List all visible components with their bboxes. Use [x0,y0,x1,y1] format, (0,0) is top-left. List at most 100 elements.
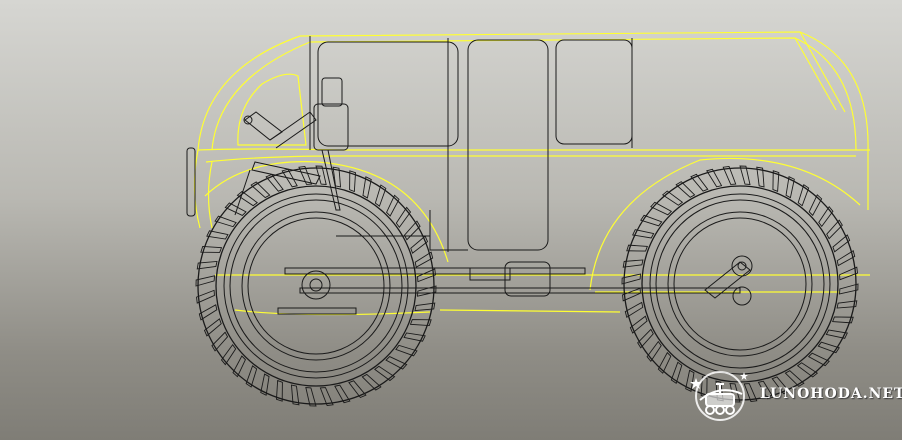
rover-emblem-icon [690,371,748,421]
front-wheel-tread-block [200,246,223,253]
chassis-drivetrain [277,210,753,315]
rear-wheel-tread-block [722,166,737,185]
watermark-text: LUNOHODA.NET [760,386,902,402]
front-wheel-ring [223,193,409,379]
rear-wheel-ring [641,185,839,383]
front-wheel-tread-block [260,373,270,396]
front-wheel-tread-block [220,344,237,366]
front-wheel [195,165,437,407]
rear-wheel [621,165,859,403]
rear-wheel-tread-block [817,341,840,354]
front-wheel-tread-block [196,260,218,270]
rear-wheel-tread-block [629,315,648,334]
rear-wheel-tread-block [626,244,648,252]
front-wheel-tread-block [290,384,300,406]
rear-wheel-tread-block [685,369,695,393]
front-wheel-tread-block [414,251,434,268]
front-wheel-ring [247,217,385,355]
rear-wheel-tread-block [771,376,790,395]
front-side-window [317,41,459,147]
rear-wheel-tread-block [646,340,662,363]
rear-wheel-tread-block [772,170,780,192]
rear-wheel-tread-block [631,229,655,239]
front-wheel-tread-block [198,304,218,321]
rear-wheel-tread-block [622,259,644,268]
rear-wheel-tread-block [832,234,851,253]
front-wheel-tread-block [374,365,396,382]
front-wheel-tread-block [196,289,215,304]
front-wheel-tread-block [386,194,400,217]
front-wheel-tread-block [276,379,283,402]
rear-wheel-tread-block [743,383,758,402]
front-wheel-tread-block [319,387,334,406]
side-window [555,39,633,145]
side-door [467,39,549,251]
rear-wheel-tread-block [661,190,684,206]
rear-wheel-tread-block [624,301,644,318]
front-wheel-tread-block [298,166,313,185]
vehicle-body-outline [193,31,870,316]
front-wheel-tread-block [403,332,426,342]
front-wheel-ring [229,199,403,373]
rear-wheel-tread-block [729,383,741,403]
rear-wheel-tread-block [621,273,641,285]
rear-wheel-tread-block [836,250,856,267]
front-wheel-tread-block [203,318,222,337]
rear-wheel-tread-block [797,184,810,207]
front-wheel-tread-block [403,220,421,241]
rear-wheel-tread-block [796,362,819,378]
front-wheel-tread-block [349,170,356,193]
rear-wheel-tread-block [706,168,723,188]
front-wheel-tread-block [409,319,432,326]
rear-wheel-tread-block [785,175,795,199]
front-wheel-tread-block [250,181,271,199]
front-wheel-ring [241,211,391,361]
rear-wheel-tread-block [756,166,765,188]
rear-wheel-tread-block [675,181,696,198]
rear-wheel-tread-block [836,300,858,309]
front-wheel-tread-block [362,176,372,199]
front-wheel-ring [197,167,435,405]
front-wheel-tread-block [265,173,284,192]
rear-wheel-tread-block [700,376,708,398]
rear-wheel-tread-block [839,266,858,281]
rear-wheel-tread-block [739,165,751,185]
front-wheel-tread-block [211,331,229,352]
rear-wheel-tread-block [839,283,859,295]
rear-wheel-tread-block [808,194,823,217]
rear-wheel-ring [667,211,813,357]
front-wheel-tread-block [245,365,258,388]
rear-wheel-tread-block [657,351,672,374]
rear-wheel-tread-block [757,380,774,400]
rear-wheel-ring [655,199,825,369]
rear-wheel-tread-block [650,201,673,216]
rear-hub [731,255,753,277]
gearbox [504,261,551,297]
front-wheel-tread-block [232,355,246,378]
front-wheel-tread-block [410,235,429,254]
front-wheel-tread-block [315,165,327,186]
front-wheel-ring [215,185,417,387]
rear-wheel-tread-block [640,214,663,227]
rear-wheel-tread-block [832,316,854,324]
front-wheel-tread-block [414,302,436,312]
rear-wheel-tread-block [690,173,709,192]
rear-wheel-tread-block [622,287,641,302]
front-wheel-tread-block [224,202,247,216]
watermark: LUNOHODA.NET [686,364,902,428]
body-panels [186,36,633,252]
front-wheel-tread-block [332,166,342,188]
front-wheel-tread-block [361,373,382,391]
front-wheel-tread-block [281,168,298,188]
rear-wheel-ring [623,167,857,401]
front-wheel-tread-block [416,285,437,297]
rear-wheel-tread-block [818,205,834,228]
rear-wheel-tread-block [825,329,849,339]
front-lamp [186,147,196,217]
rear-wheel-tread-block [784,370,805,387]
front-wheel-tread-block [385,356,408,370]
rear-wheel-tread-block [670,361,683,384]
front-wheel-tread-block [417,268,436,283]
